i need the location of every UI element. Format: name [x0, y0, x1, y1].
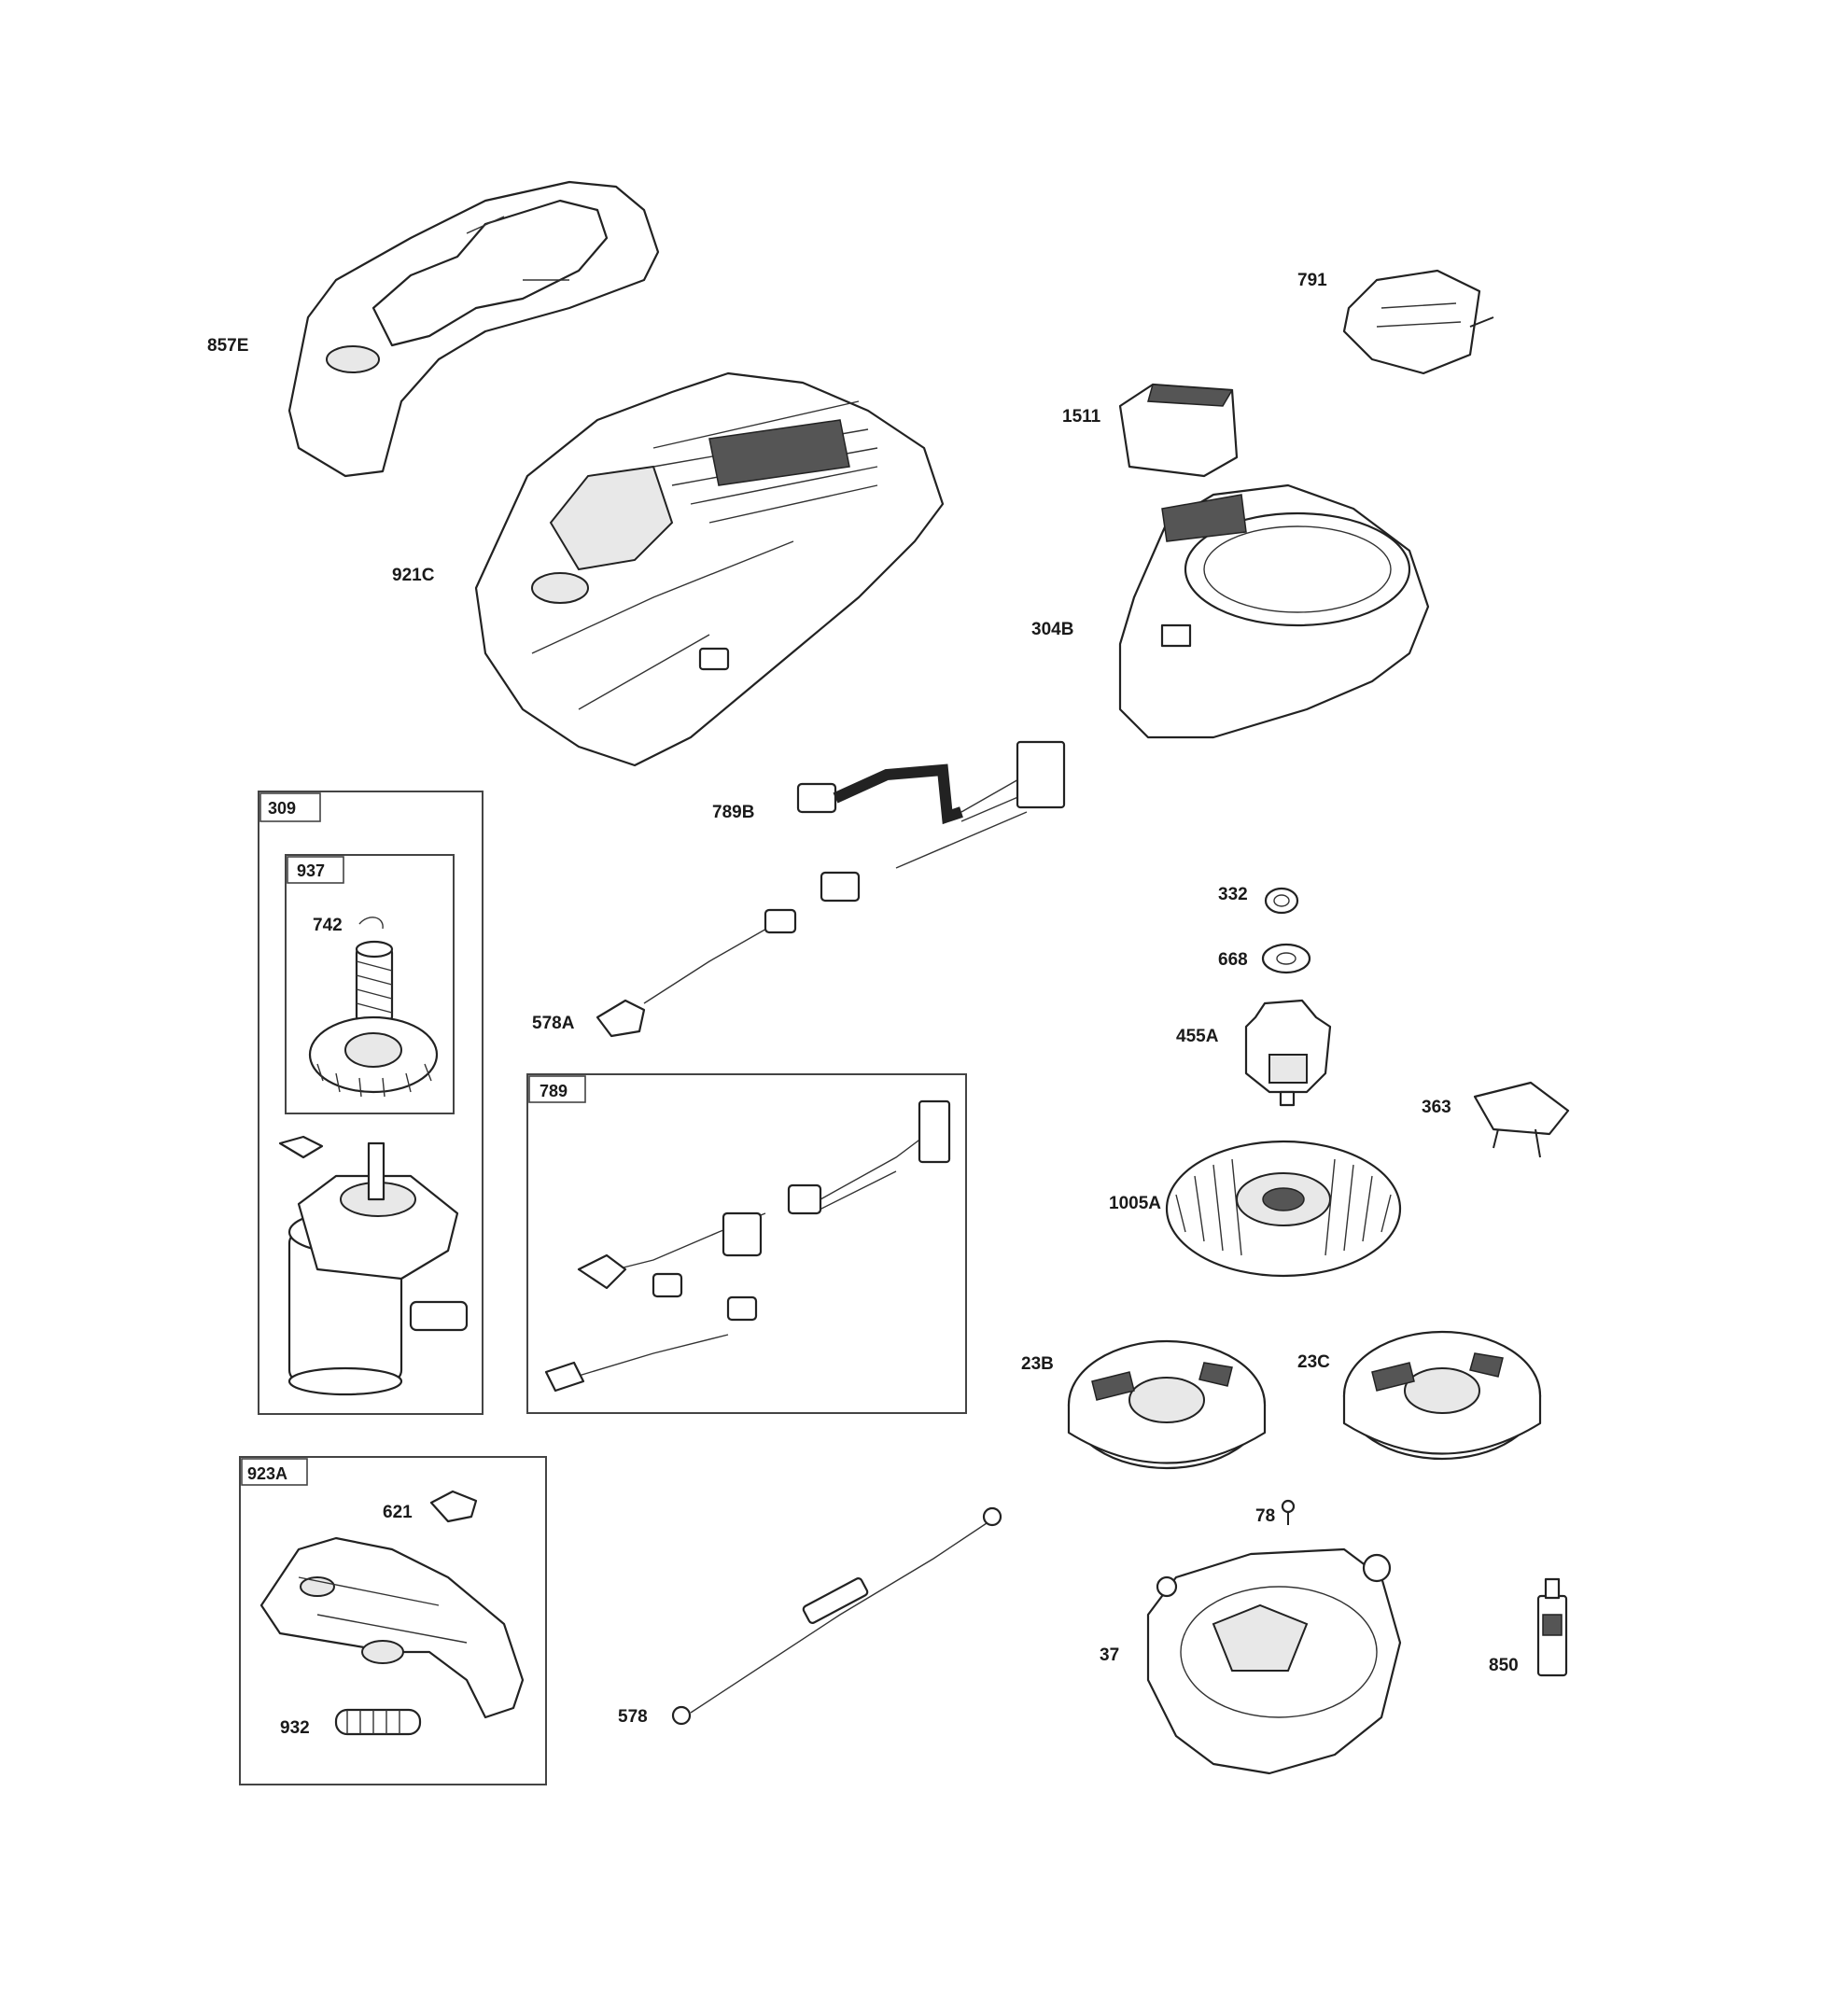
part-857E-cover [287, 180, 660, 478]
part-23C-flywheel [1342, 1330, 1542, 1461]
part-668-washer [1261, 943, 1311, 974]
part-578-wire [671, 1506, 1002, 1726]
part-363-bracket [1473, 1081, 1570, 1158]
box-label-923A: 923A [247, 1464, 287, 1483]
part-starter-motor [287, 1141, 469, 1396]
box-label-789: 789 [540, 1082, 568, 1100]
label-23B: 23B [1021, 1354, 1054, 1374]
part-455A-clutch [1244, 999, 1332, 1107]
label-850: 850 [1489, 1656, 1519, 1675]
label-789B: 789B [712, 803, 754, 822]
label-304B: 304B [1031, 620, 1073, 639]
box-789: 789 [526, 1073, 967, 1414]
part-791-cover [1342, 269, 1494, 375]
label-37: 37 [1100, 1645, 1119, 1665]
label-1511: 1511 [1062, 407, 1101, 427]
part-789B-harness [796, 740, 1066, 903]
label-791: 791 [1297, 271, 1327, 290]
label-932: 932 [280, 1718, 310, 1738]
part-921C-shroud [474, 371, 945, 767]
part-37-housing [1146, 1547, 1402, 1775]
box-label-309: 309 [268, 799, 296, 818]
label-23C: 23C [1297, 1352, 1330, 1372]
label-363: 363 [1422, 1098, 1451, 1117]
part-304B-housing [1118, 483, 1430, 739]
part-1005A-fan [1165, 1140, 1402, 1278]
label-1005A: 1005A [1109, 1194, 1161, 1213]
box-309: 309 937 742 [258, 791, 484, 1415]
part-1511-block [1118, 383, 1239, 478]
label-455A: 455A [1176, 1027, 1219, 1046]
part-923A-bracket [259, 1536, 525, 1719]
label-78: 78 [1255, 1506, 1275, 1526]
part-starter-gear [308, 1015, 439, 1098]
part-23B-flywheel [1067, 1339, 1267, 1470]
part-78-key [1281, 1499, 1296, 1525]
label-578A: 578A [532, 1014, 575, 1033]
label-668: 668 [1218, 950, 1248, 970]
part-578A-wire [596, 908, 797, 1038]
part-worm-gear [355, 940, 394, 1024]
label-332: 332 [1218, 885, 1248, 904]
part-932-spring [334, 1708, 422, 1736]
box-923A: 923A 621 932 [239, 1456, 547, 1785]
label-857E: 857E [207, 336, 248, 356]
box-label-937: 937 [297, 861, 325, 880]
part-332-nut [1264, 887, 1299, 915]
part-850-bottle [1536, 1577, 1568, 1677]
label-621: 621 [383, 1503, 413, 1522]
label-921C: 921C [392, 566, 435, 585]
label-578: 578 [618, 1707, 648, 1727]
label-742: 742 [313, 916, 343, 935]
